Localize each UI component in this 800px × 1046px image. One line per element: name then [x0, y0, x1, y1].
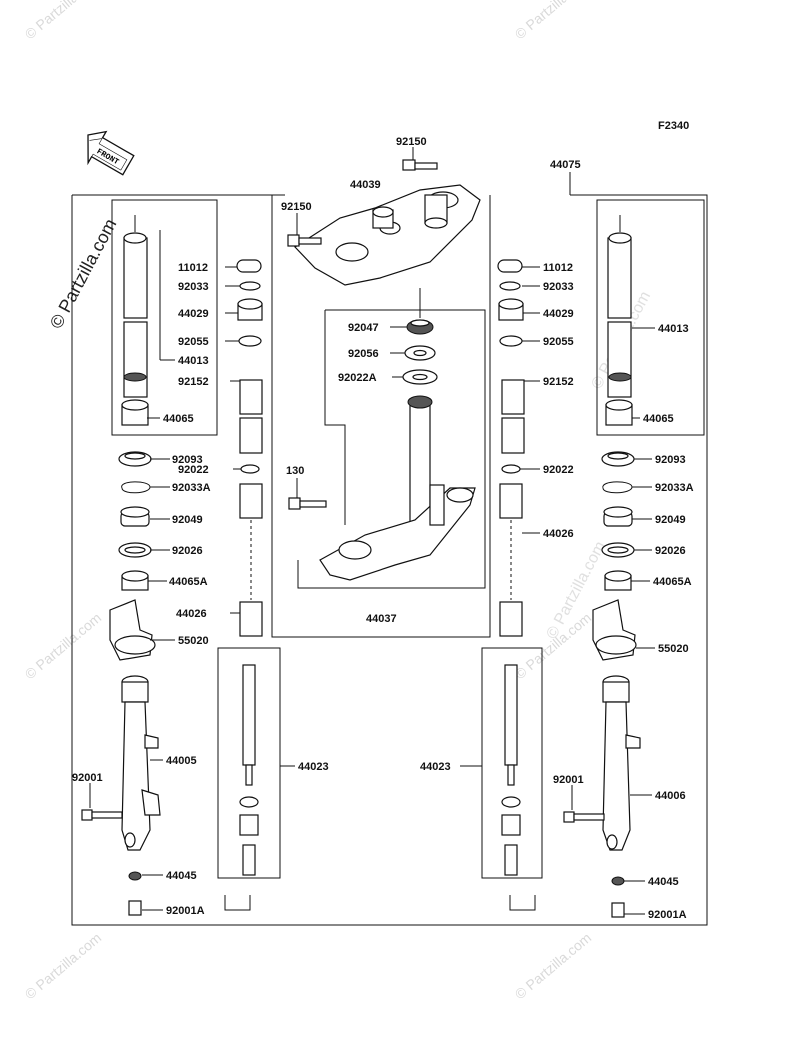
part-label: 92033A — [655, 482, 694, 494]
part-label: 92049 — [655, 514, 686, 526]
part-label: 11012 — [178, 262, 208, 274]
part-label: 92022A — [338, 372, 377, 384]
part-label: 92001A — [166, 905, 205, 917]
part-labels: 92150 44039 92150 44075 11012 92033 4402… — [72, 136, 694, 921]
part-label: 92033A — [172, 482, 211, 494]
bolt-92150-top — [402, 147, 438, 171]
watermark-text: © Partzilla.com — [46, 215, 121, 331]
part-label: 92022 — [178, 464, 209, 476]
part-label: 92152 — [543, 376, 574, 388]
part-label: 44023 — [420, 761, 451, 773]
part-label: 44039 — [350, 179, 381, 191]
part-label: 44075 — [550, 159, 581, 171]
front-arrow-icon: FRONT — [87, 130, 135, 176]
part-label: 44026 — [176, 608, 207, 620]
right-fork-parts — [497, 215, 641, 918]
part-label: 44037 — [366, 613, 397, 625]
leader-lines — [142, 230, 655, 915]
part-label: 92150 — [281, 201, 312, 213]
part-label: 92093 — [172, 454, 203, 466]
part-label: 55020 — [178, 635, 209, 647]
frames — [71, 172, 708, 926]
watermark-text: © Partzilla.com — [512, 929, 595, 1002]
part-label: 44026 — [543, 528, 574, 540]
part-label: 92049 — [172, 514, 203, 526]
part-label: 44029 — [543, 308, 574, 320]
part-label: 44005 — [166, 755, 197, 767]
part-label: 44065A — [169, 576, 208, 588]
watermark-text: © Partzilla.com — [22, 609, 105, 682]
part-label: 92152 — [178, 376, 209, 388]
part-label: 44045 — [166, 870, 197, 882]
frame-stubs — [224, 895, 536, 911]
part-label: 44013 — [178, 355, 209, 367]
watermark-text: © Partzilla.com — [22, 0, 105, 42]
part-label: 92033 — [178, 281, 209, 293]
part-label: 44065 — [643, 413, 674, 425]
bolt-130 — [288, 478, 327, 510]
stem-seals — [402, 288, 438, 385]
part-label: 92056 — [348, 348, 379, 360]
upper-triple-clamp — [294, 184, 481, 286]
part-label: 92093 — [655, 454, 686, 466]
part-label: 92026 — [655, 545, 686, 557]
part-label: 92055 — [178, 336, 209, 348]
lower-triple-clamp — [319, 395, 476, 581]
part-label: 44045 — [648, 876, 679, 888]
part-label: 44029 — [178, 308, 209, 320]
part-label: 92001A — [648, 909, 687, 921]
part-label: 92001 — [553, 774, 584, 786]
figure-code: F2340 — [658, 120, 689, 132]
watermark-text: © Partzilla.com — [22, 929, 105, 1002]
part-label: 11012 — [543, 262, 573, 274]
part-label: 92001 — [72, 772, 103, 784]
part-label: 92150 — [396, 136, 427, 148]
part-label: 55020 — [658, 643, 689, 655]
part-label: 44013 — [658, 323, 689, 335]
bolt-92150-left — [287, 213, 322, 247]
part-label: 44006 — [655, 790, 686, 802]
part-label: 92047 — [348, 322, 379, 334]
part-label: 92033 — [543, 281, 574, 293]
part-label: 92055 — [543, 336, 574, 348]
part-label: 92026 — [172, 545, 203, 557]
part-label: 44023 — [298, 761, 329, 773]
part-label: 130 — [286, 465, 304, 477]
watermark-text: © Partzilla.com — [512, 0, 595, 42]
part-label: 44065 — [163, 413, 194, 425]
part-label: 44065A — [653, 576, 692, 588]
part-label: 92022 — [543, 464, 574, 476]
left-fork-parts — [81, 215, 263, 916]
